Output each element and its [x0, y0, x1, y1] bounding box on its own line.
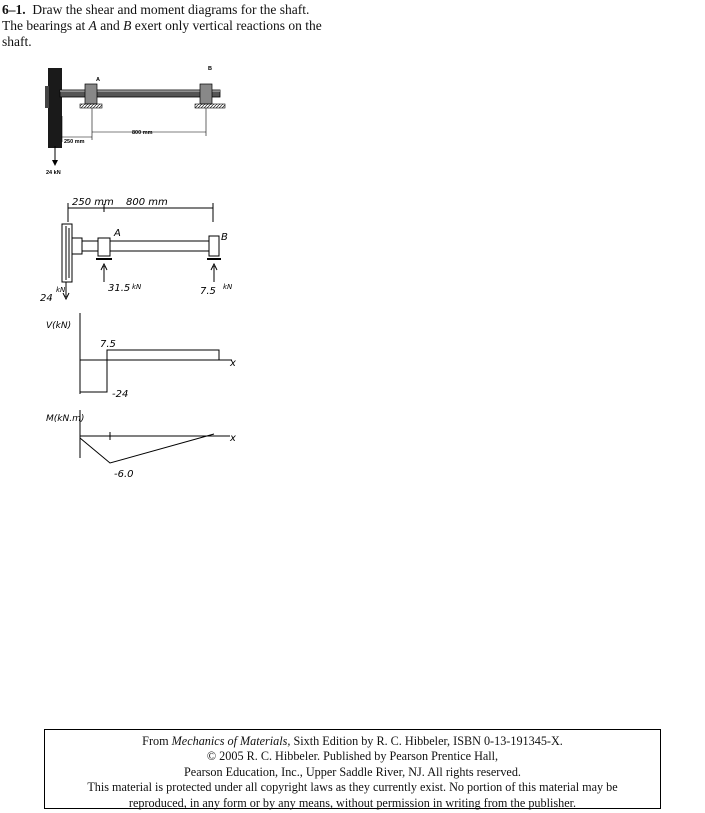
- fbd-load-unit: kN: [56, 286, 66, 294]
- bearing-a: [84, 83, 98, 105]
- footer-line1: From Mechanics of Materials, Sixth Editi…: [142, 734, 563, 748]
- figure-label-b: B: [208, 66, 212, 72]
- fbd-reaction-b-value: 7.5: [200, 286, 216, 297]
- footer-line5: reproduced, in any form or by any means,…: [128, 795, 577, 810]
- shear-x-label: x: [229, 358, 236, 369]
- bearing-a-ref: A: [88, 18, 97, 33]
- problem-statement: 6–1. Draw the shear and moment diagrams …: [2, 2, 352, 50]
- moment-axis-label: M(kN.m): [46, 414, 84, 424]
- book-title: Mechanics of Materials,: [171, 734, 291, 748]
- figure-dim-250: 250 mm: [64, 139, 85, 145]
- shear-diagram: [79, 313, 232, 394]
- shaft: [59, 89, 221, 98]
- fbd-reaction-a-value: 31.5: [108, 283, 130, 294]
- figure-load: 24 kN: [46, 170, 61, 176]
- shear-axis-label: V(kN): [46, 321, 71, 331]
- shear-value-pos: 7.5: [100, 339, 116, 350]
- shaft-figure: A B 250 mm 800 mm 24 kN: [45, 66, 226, 176]
- problem-text-line1: Draw the shear and moment diagrams for t…: [32, 2, 310, 17]
- problem-text-line2b: and: [96, 18, 124, 33]
- fbd-dim-800: 800 mm: [126, 197, 168, 208]
- bearing-b: [199, 83, 213, 105]
- fbd-label-a: A: [113, 228, 121, 239]
- footer-line4: This material is protected under all cop…: [87, 780, 618, 795]
- fbd-dim-250: 250 mm: [72, 197, 114, 208]
- moment-diagram: [79, 410, 230, 464]
- pulley: [48, 68, 62, 148]
- bearing-b-ref: B: [123, 18, 132, 33]
- problem-text-line2a: The bearings at: [2, 18, 89, 33]
- fbd-reaction-a-unit: kN: [132, 283, 142, 291]
- moment-x-label: x: [229, 433, 236, 444]
- fbd-reaction-b-unit: kN: [223, 283, 233, 291]
- problem-number: 6–1.: [2, 2, 26, 17]
- fbd-load-value: 24: [40, 293, 53, 304]
- shear-value-neg: -24: [112, 389, 128, 400]
- problem-text-line3: shaft.: [2, 34, 32, 49]
- problem-text-line2c: exert only vertical reactions on the: [131, 18, 322, 33]
- moment-value-min: -6.0: [114, 469, 134, 480]
- figure-label-a: A: [96, 77, 100, 83]
- copyright-footer: From Mechanics of Materials, Sixth Editi…: [44, 729, 661, 810]
- figure-dim-800: 800 mm: [132, 130, 153, 136]
- fbd-label-b: B: [221, 232, 228, 243]
- footer-line2: © 2005 R. C. Hibbeler. Published by Pear…: [206, 749, 499, 764]
- footer-line3: Pearson Education, Inc., Upper Saddle Ri…: [184, 764, 521, 779]
- free-body-diagram: [61, 203, 221, 301]
